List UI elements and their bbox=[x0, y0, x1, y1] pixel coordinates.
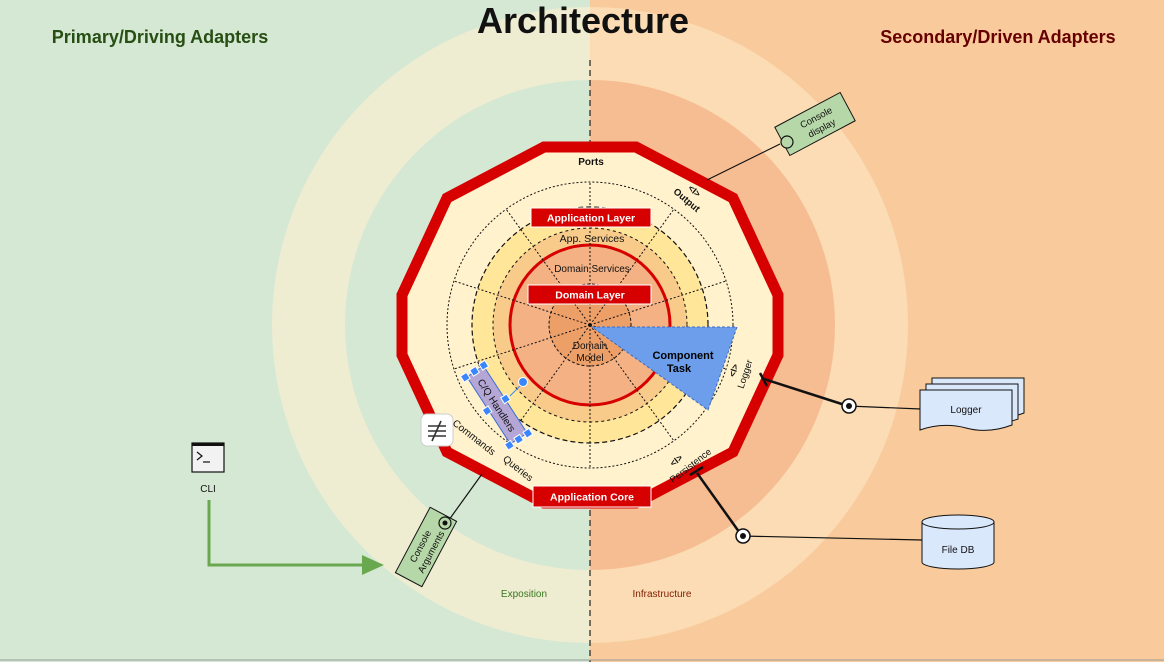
page-title: Architecture bbox=[477, 0, 689, 41]
console-arguments-port-dot bbox=[442, 520, 448, 526]
domain-layer-label: Domain Layer bbox=[555, 290, 624, 302]
infrastructure-label: Infrastructure bbox=[633, 589, 692, 600]
format-toolbar-button[interactable] bbox=[420, 413, 454, 447]
right-heading: Secondary/Driven Adapters bbox=[880, 27, 1115, 47]
file-db-connector-2 bbox=[741, 535, 923, 541]
logger-connector bbox=[763, 377, 849, 408]
file-db-socket-dot bbox=[740, 533, 746, 539]
cli-terminal-icon[interactable] bbox=[191, 442, 225, 473]
file-db-cylinder-icon[interactable] bbox=[921, 514, 995, 570]
console-arguments-connector bbox=[445, 473, 483, 525]
domain-model-label: Domain bbox=[573, 341, 607, 352]
application-layer-label: Application Layer bbox=[547, 213, 635, 225]
logger-document-icon[interactable] bbox=[919, 377, 1025, 431]
application-core-label: Application Core bbox=[550, 492, 634, 504]
cli-arrow-head bbox=[362, 555, 384, 575]
rotation-handle[interactable] bbox=[518, 377, 528, 387]
align-icon bbox=[428, 420, 446, 442]
component-task-sector[interactable] bbox=[590, 326, 738, 411]
logger-label: Logger bbox=[950, 405, 982, 416]
ports-boundary bbox=[446, 181, 734, 469]
left-heading: Primary/Driving Adapters bbox=[52, 27, 268, 47]
file-db-label: File DB bbox=[942, 545, 975, 556]
domain-services-label: Domain Services bbox=[554, 264, 630, 275]
logger-socket-dot bbox=[846, 403, 852, 409]
console-display-port-icon bbox=[780, 135, 794, 149]
cli-to-console-arrow bbox=[207, 500, 365, 567]
logger-port-tick bbox=[758, 372, 769, 387]
exposition-label: Exposition bbox=[501, 589, 547, 600]
application-layer-banner bbox=[530, 207, 652, 228]
logger-connector-2 bbox=[847, 405, 922, 410]
application-core-banner bbox=[532, 485, 652, 508]
persistence-port-tick bbox=[689, 465, 704, 477]
component-task-label-2: Task bbox=[667, 363, 692, 375]
console-display-connector bbox=[706, 143, 781, 181]
logger-port-glyph: <I> bbox=[727, 363, 741, 378]
domain-model-label-2: Model bbox=[576, 353, 603, 364]
ports-label: Ports bbox=[578, 157, 604, 168]
app-services-label: App. Services bbox=[560, 233, 625, 245]
file-db-connector bbox=[695, 472, 744, 537]
domain-layer-banner bbox=[527, 284, 652, 305]
cli-label: CLI bbox=[200, 484, 216, 495]
selection-handles[interactable] bbox=[459, 359, 534, 451]
console-display-adapter[interactable]: Console display bbox=[774, 91, 856, 157]
component-task-label: Component bbox=[652, 350, 713, 362]
